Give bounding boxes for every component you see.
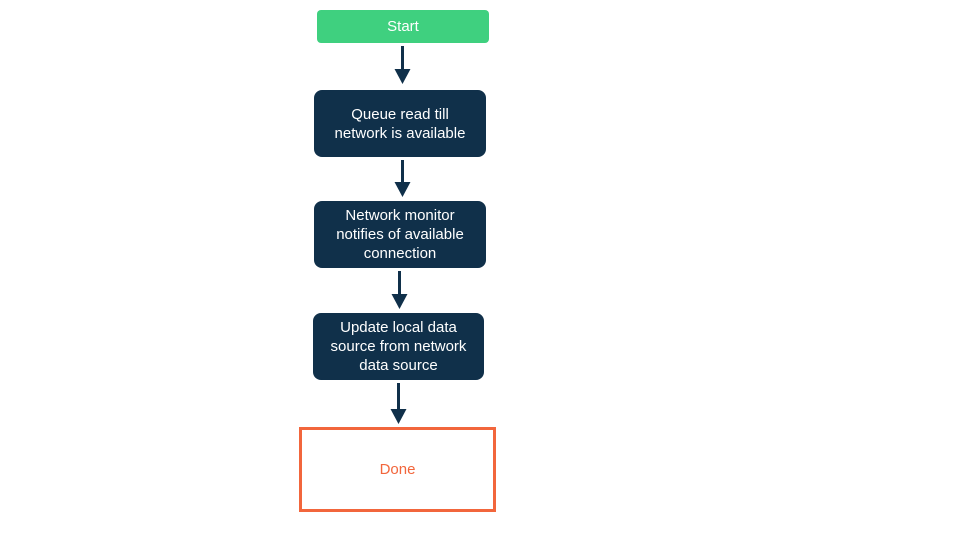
flow-arrow-queue-read-to-network-monitor <box>392 160 413 198</box>
flow-node-queue-read[interactable]: Queue read till network is available <box>314 90 486 157</box>
flow-arrow-start-to-queue-read <box>392 46 413 85</box>
flow-node-start[interactable]: Start <box>317 10 489 43</box>
flow-node-update-local-data-source[interactable]: Update local data source from network da… <box>313 313 484 380</box>
flow-node-done[interactable]: Done <box>299 427 496 512</box>
flow-node-network-monitor[interactable]: Network monitor notifies of available co… <box>314 201 486 268</box>
flow-arrow-update-local-to-done <box>388 383 409 425</box>
flow-arrow-network-monitor-to-update-local <box>389 271 410 310</box>
